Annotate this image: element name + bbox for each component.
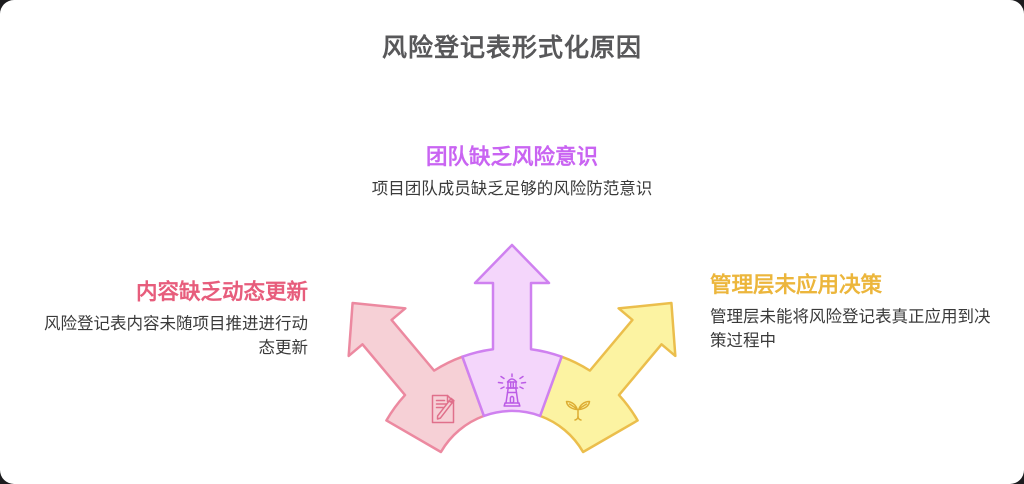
branch-left-description: 风险登记表内容未随项目推进进行动态更新 — [44, 315, 308, 357]
sprout-icon — [565, 400, 591, 421]
branch-top: 团队缺乏风险意识 项目团队成员缺乏足够的风险防范意识 — [0, 144, 1024, 202]
clipboard-pencil-icon — [431, 394, 455, 424]
branch-left: 内容缺乏动态更新 风险登记表内容未随项目推进进行动态更新 — [30, 279, 308, 360]
branch-right-heading: 管理层未应用决策 — [710, 273, 883, 297]
branch-right: 管理层未应用决策 管理层未能将风险登记表真正应用到决策过程中 — [710, 272, 994, 353]
top-arrow-shape — [461, 243, 563, 418]
page-title: 风险登记表形式化原因 — [381, 34, 642, 62]
branch-right-description: 管理层未能将风险登记表真正应用到决策过程中 — [710, 308, 991, 350]
branch-left-heading: 内容缺乏动态更新 — [135, 280, 308, 304]
branch-top-heading: 团队缺乏风险意识 — [425, 145, 598, 169]
branch-top-description: 项目团队成员缺乏足够的风险防范意识 — [371, 180, 653, 199]
lighthouse-icon — [497, 373, 527, 407]
